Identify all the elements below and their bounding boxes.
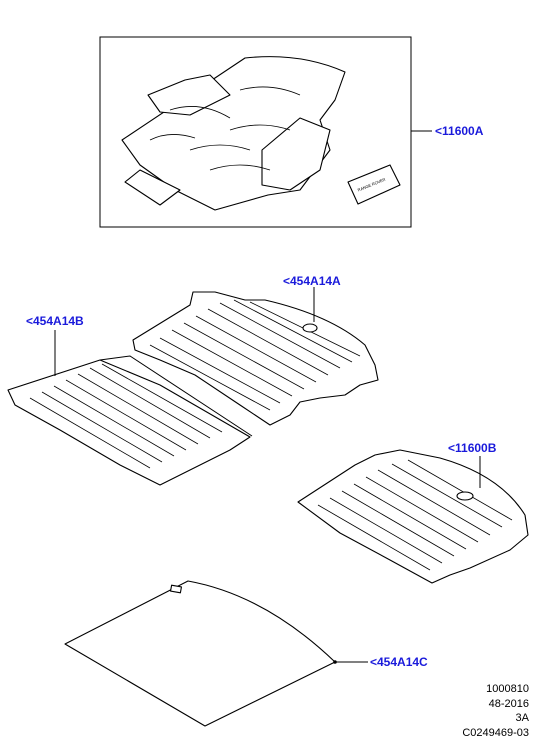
protective-cover-kit: RANGE ROVER [121, 56, 401, 211]
range-rover-label-card [347, 164, 401, 205]
ref-line-2: 48-2016 [488, 698, 529, 710]
ref-line-3: 3A [515, 712, 529, 724]
callout-454A14B[interactable]: <454A14B [26, 314, 84, 328]
callout-11600B[interactable]: <11600B [448, 441, 497, 455]
load-floor-mat-section [7, 355, 253, 486]
leader-dot-454A14C [333, 660, 337, 664]
callout-11600A[interactable]: <11600A [435, 124, 484, 138]
load-floor-panel [64, 580, 336, 727]
ref-line-4: C0249469-03 [462, 727, 529, 739]
callout-454A14A[interactable]: <454A14A [283, 274, 341, 288]
ref-line-1: 1000810 [486, 683, 529, 695]
loadspace-liner [297, 449, 529, 584]
kit-frame [99, 36, 412, 228]
load-floor-mat-main [132, 291, 379, 426]
callout-454A14C[interactable]: <454A14C [370, 655, 428, 669]
